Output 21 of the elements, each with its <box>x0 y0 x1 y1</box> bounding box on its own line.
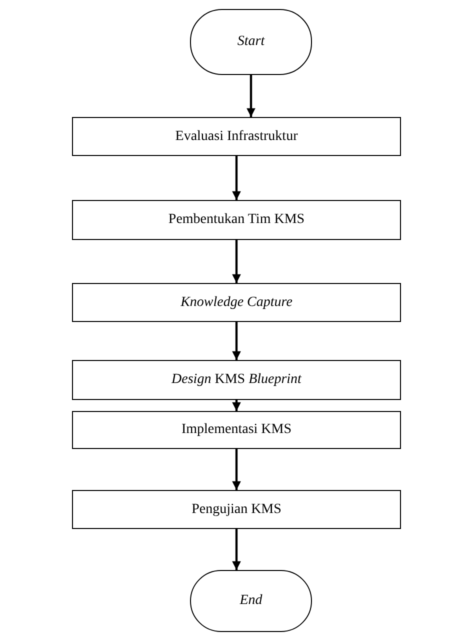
arrow <box>232 240 241 283</box>
node-label: Pengujian KMS <box>192 502 282 518</box>
process-box <box>72 411 401 449</box>
process-box <box>72 490 401 529</box>
arrow <box>232 449 241 490</box>
arrow <box>232 400 241 411</box>
process-box <box>72 283 401 322</box>
process-box <box>72 117 401 156</box>
node-label: Pembentukan Tim KMS <box>168 212 305 228</box>
arrow <box>232 156 241 200</box>
arrow <box>246 75 256 117</box>
process-box <box>72 360 401 400</box>
node-label: Knowledge Capture <box>180 294 292 310</box>
node-label: Implementasi KMS <box>181 422 292 438</box>
node-label: Design KMS Blueprint <box>172 372 302 388</box>
node-label: Evaluasi Infrastruktur <box>175 128 298 144</box>
arrow <box>232 529 241 570</box>
node-label: End <box>240 593 262 609</box>
arrow <box>232 322 241 360</box>
process-box <box>72 200 401 240</box>
node-label: Start <box>237 34 265 50</box>
